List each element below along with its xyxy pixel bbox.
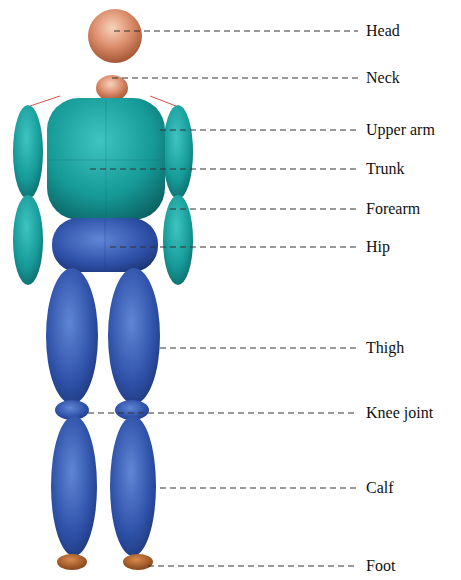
foot-segment bbox=[123, 554, 153, 570]
forearm-segment bbox=[13, 195, 43, 285]
upper-arm-segment bbox=[13, 105, 43, 199]
part-label: Foot bbox=[364, 556, 397, 576]
part-label: Upper arm bbox=[364, 120, 437, 140]
calf-segment bbox=[51, 416, 97, 556]
thigh-segment bbox=[46, 268, 98, 404]
forearm-segment bbox=[163, 195, 193, 285]
neck-segment bbox=[96, 75, 128, 101]
part-label: Forearm bbox=[364, 199, 422, 219]
part-label: Calf bbox=[364, 478, 396, 498]
hip-segment bbox=[52, 218, 158, 272]
leader-line bbox=[88, 31, 358, 566]
trunk-segment bbox=[47, 98, 165, 220]
foot-segment bbox=[57, 554, 87, 570]
part-label: Neck bbox=[364, 68, 402, 88]
upper-arm-segment bbox=[163, 105, 193, 199]
part-label: Thigh bbox=[364, 338, 406, 358]
calf-segment bbox=[110, 416, 156, 556]
part-label: Hip bbox=[364, 237, 392, 257]
part-label: Trunk bbox=[364, 159, 407, 179]
head-segment bbox=[88, 9, 142, 63]
part-label: Knee joint bbox=[364, 403, 435, 423]
part-label: Head bbox=[364, 21, 402, 41]
thigh-segment bbox=[108, 268, 160, 404]
